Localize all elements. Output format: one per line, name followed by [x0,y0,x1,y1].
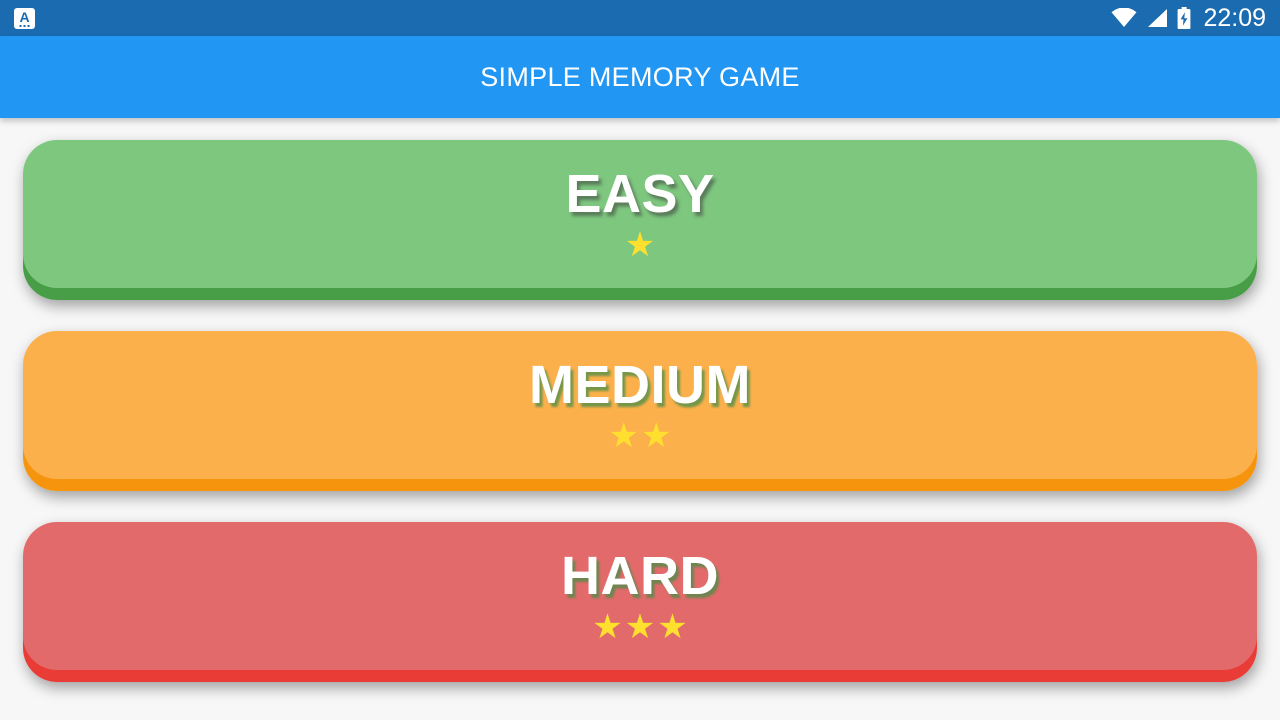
star-icon: ★ [624,226,656,265]
hard-button-label: HARD [561,545,719,606]
cellular-signal-icon [1146,8,1168,28]
star-icon: ★ [624,608,656,647]
easy-button-label: EASY [565,163,715,224]
difficulty-button-hard[interactable]: HARD ★ ★ ★ [23,522,1257,682]
app-letter-a-glyph: A [19,9,30,25]
difficulty-button-easy[interactable]: EASY ★ [23,140,1257,300]
easy-button-face: EASY ★ [23,140,1257,288]
difficulty-button-easy-wrapper: EASY ★ [23,140,1257,300]
difficulty-selection-list: EASY ★ MEDIUM ★ ★ [0,118,1280,720]
medium-star-rating: ★ ★ [609,419,672,453]
star-icon: ★ [592,608,623,647]
star-icon: ★ [608,417,639,456]
difficulty-button-hard-wrapper: HARD ★ ★ ★ [23,522,1257,682]
wifi-icon [1111,8,1137,28]
status-bar-left: A [14,7,35,29]
battery-charging-icon [1177,7,1191,29]
difficulty-button-medium[interactable]: MEDIUM ★ ★ [23,331,1257,491]
difficulty-button-medium-wrapper: MEDIUM ★ ★ [23,331,1257,491]
status-bar-clock: 22:09 [1203,3,1266,32]
app-bar: SIMPLE MEMORY GAME [0,36,1280,118]
page-title: SIMPLE MEMORY GAME [480,61,800,92]
hard-button-face: HARD ★ ★ ★ [23,522,1257,670]
hard-star-rating: ★ ★ ★ [592,610,687,644]
app-letter-a-icon: A [14,7,35,29]
medium-button-face: MEDIUM ★ ★ [23,331,1257,479]
star-icon: ★ [641,417,672,456]
status-bar-right: 22:09 [1111,3,1266,32]
star-icon: ★ [657,608,688,647]
status-bar: A 22:09 [0,0,1280,36]
app-icon-dots [19,24,30,27]
easy-star-rating: ★ [625,228,655,262]
medium-button-label: MEDIUM [529,354,751,415]
